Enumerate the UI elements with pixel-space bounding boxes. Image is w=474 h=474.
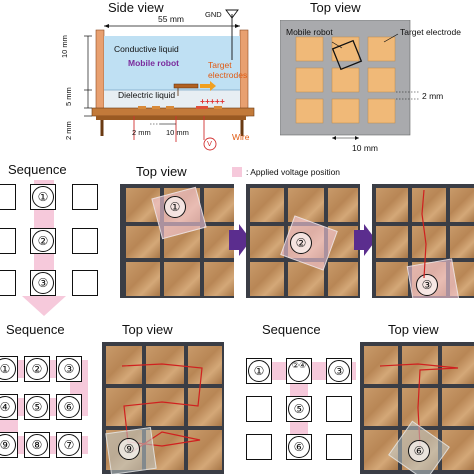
grid-2-marker-9: ⑨ <box>0 434 16 456</box>
electrode-board <box>91 107 255 117</box>
sequence-3-cell <box>326 434 352 460</box>
sequence-1-cell: ② <box>30 228 56 254</box>
sequence-2-photo: ⑨ <box>102 342 224 474</box>
plus-marks: +++++ <box>200 96 225 106</box>
sequence-1-cell <box>0 184 16 210</box>
sequence-3-cell: ⑤ <box>286 396 312 422</box>
step-3-marker: ③ <box>32 272 54 294</box>
mobile-robot-label: Mobile robot <box>128 58 179 68</box>
grid-2-marker-2: ② <box>26 358 48 380</box>
sequence-3-top-view-title: Top view <box>388 322 439 337</box>
sequence-3-cell <box>246 434 272 460</box>
grid-2-marker-1: ① <box>0 358 16 380</box>
sequence-1-cell <box>72 184 98 210</box>
sequence-2-cell: ① <box>0 356 18 382</box>
conductive-liquid-label: Conductive liquid <box>114 44 179 54</box>
grid-2-marker-6: ⑥ <box>58 396 80 418</box>
grid-2-marker-3: ③ <box>58 358 80 380</box>
wire-label: Wire <box>232 132 250 142</box>
grid-2-marker-8: ⑧ <box>26 434 48 456</box>
motion-arrow <box>200 81 216 91</box>
sequence-1-cell <box>0 228 16 254</box>
grid-2-marker-5: ⑤ <box>26 396 48 418</box>
sequence-3-cell: ① <box>246 358 272 384</box>
grid-3-marker-2-4: ②④ <box>288 360 310 382</box>
sequence-2-cell: ⑦ <box>56 432 82 458</box>
step-arrow-2 <box>354 224 376 256</box>
sequence-3-photo: ⑥ <box>360 342 474 474</box>
photo-1-marker: ① <box>164 196 186 218</box>
sequence-2-cell: ⑥ <box>56 394 82 420</box>
sequence-2-title: Sequence <box>6 322 65 337</box>
sequence-2-cell: ⑤ <box>24 394 50 420</box>
dim-10mm-vertical: 10 mm <box>60 35 69 58</box>
photo-3-marker: ③ <box>416 274 438 296</box>
legend-text: : Applied voltage position <box>246 167 341 177</box>
dielectric-liquid <box>104 90 240 108</box>
dim-2mm-bottom: 2 mm <box>132 128 151 137</box>
sequence-3-cell: ⑥ <box>286 434 312 460</box>
photo-2-marker: ② <box>290 232 312 254</box>
sequence-2-cell: ④ <box>0 394 18 420</box>
sequence-1-top-view-title: Top view <box>136 164 187 179</box>
grid-3-marker-5: ⑤ <box>288 398 310 420</box>
step-1-marker: ① <box>32 186 54 208</box>
dim-5mm-vertical: 5 mm <box>64 87 73 106</box>
voltage-symbol: V <box>207 139 213 148</box>
gnd-label: GND <box>205 10 222 19</box>
target-electrodes-label: Target electrodes <box>208 60 248 80</box>
legend-swatch <box>232 167 242 177</box>
sequence-1-photo-2: ② <box>246 184 360 298</box>
sequence-1-photo-1: ① <box>120 184 234 298</box>
sequence-2-cell: ⑧ <box>24 432 50 458</box>
grid-3-marker-3: ③ <box>328 360 350 382</box>
left-wall <box>95 29 105 117</box>
dim-2mm-vertical: 2 mm <box>64 121 73 140</box>
target-electrode-label: Target electrode <box>400 27 461 37</box>
grid-2-marker-4: ④ <box>0 396 16 418</box>
pitch-label: 10 mm <box>352 143 378 153</box>
sequence-3-cell <box>246 396 272 422</box>
sequence-1-cell <box>72 270 98 296</box>
conductive-liquid <box>104 36 240 90</box>
sequence-2-top-view-title: Top view <box>122 322 173 337</box>
sequence-3-cell <box>326 396 352 422</box>
sequence-1-cell <box>72 228 98 254</box>
photo-5-marker: ⑥ <box>408 440 430 462</box>
grid-3-marker-1: ① <box>248 360 270 382</box>
sequence-2-cell: ③ <box>56 356 82 382</box>
step-2-marker: ② <box>32 230 54 252</box>
dim-10mm-bottom: 10 mm <box>166 128 189 137</box>
sequence-1-cell: ③ <box>30 270 56 296</box>
top-view-robot-shape <box>331 39 363 71</box>
sequence-1-cell: ① <box>30 184 56 210</box>
sequence-1-cell <box>0 270 16 296</box>
photo-4-marker: ⑨ <box>118 438 140 460</box>
sequence-2-cell: ⑨ <box>0 432 18 458</box>
sequence-3-cell: ②④ <box>286 358 312 384</box>
sequence-3-cell: ③ <box>326 358 352 384</box>
sequence-1-title: Sequence <box>8 162 67 177</box>
gap-label: 2 mm <box>422 91 444 101</box>
dielectric-liquid-label: Dielectric liquid <box>118 90 176 100</box>
voltage-source-icon <box>203 137 217 151</box>
top-view-title: Top view <box>310 0 361 15</box>
sequence-1-photo-3: ③ <box>372 184 474 298</box>
step-arrow-1 <box>229 224 251 256</box>
grid-2-marker-7: ⑦ <box>58 434 80 456</box>
sequence-1-down-arrow <box>22 296 66 316</box>
top-view-diagram <box>280 20 420 140</box>
width-label: 55 mm <box>158 14 184 24</box>
grid-3-marker-6: ⑥ <box>288 436 310 458</box>
mobile-robot-shape <box>173 83 199 89</box>
side-view-diagram <box>84 9 255 151</box>
base-plate <box>96 116 246 120</box>
side-view-title: Side view <box>108 0 164 15</box>
sequence-3-title: Sequence <box>262 322 321 337</box>
top-view-robot-label: Mobile robot <box>286 27 333 37</box>
sequence-2-cell: ② <box>24 356 50 382</box>
